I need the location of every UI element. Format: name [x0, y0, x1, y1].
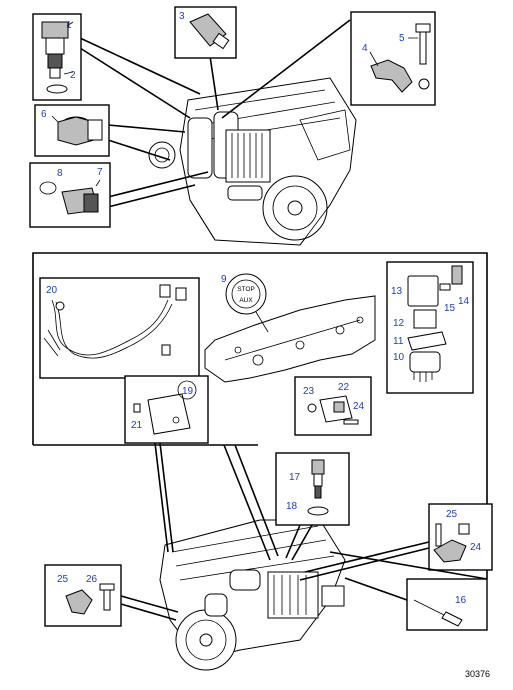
- box-sensor-1-2: [32, 13, 82, 101]
- upper-engine: [148, 77, 357, 246]
- callout-15: 15: [444, 303, 456, 314]
- box-harness-20: [39, 277, 200, 379]
- middle-frame: [32, 252, 488, 579]
- box-sensor-6: [34, 104, 110, 157]
- callout-13: 13: [391, 286, 403, 297]
- box-relay-10-15: [386, 261, 474, 394]
- box-sensor-4-5: [350, 11, 436, 106]
- upper-leader-lines: [79, 19, 351, 208]
- callout-20: 20: [46, 285, 58, 296]
- callout-18: 18: [286, 501, 298, 512]
- callout-6: 6: [41, 109, 47, 120]
- callout-23: 23: [303, 386, 315, 397]
- callout-9: 9: [221, 274, 227, 285]
- callout-12: 12: [393, 318, 405, 329]
- lower-engine: [159, 519, 346, 671]
- callout-labels: 1 2 3 4 5 6 7 8 9 10 11 12 13 14 15 16 1…: [41, 11, 490, 679]
- box-sensor-22-24: [294, 376, 372, 436]
- callout-10: 10: [393, 352, 405, 363]
- stop-aux-button: STOP AUX: [225, 273, 269, 333]
- callout-24a: 24: [353, 401, 365, 412]
- reference-number: 30376: [465, 669, 490, 679]
- lower-leader-lines: [120, 442, 488, 621]
- callout-3: 3: [179, 11, 185, 22]
- callout-25a: 25: [446, 509, 458, 520]
- callout-24b: 24: [470, 542, 482, 553]
- box-sensor-16: [406, 578, 488, 631]
- bracket-plate: [204, 295, 376, 383]
- box-sensor-24-25: [428, 503, 493, 571]
- callout-7: 7: [97, 167, 103, 178]
- callout-8: 8: [57, 168, 63, 179]
- callout-5: 5: [399, 33, 405, 44]
- callout-1: 1: [66, 20, 72, 31]
- box-sensor-3: [174, 6, 237, 59]
- box-module-19-21: [124, 375, 209, 444]
- callout-19: 19: [182, 386, 194, 397]
- callout-17: 17: [289, 472, 301, 483]
- callout-16: 16: [455, 595, 467, 606]
- stop-label: STOP: [237, 286, 255, 293]
- callout-22: 22: [338, 382, 350, 393]
- callout-26: 26: [86, 574, 98, 585]
- box-sensor-17-18: [275, 452, 350, 526]
- callout-4: 4: [362, 43, 368, 54]
- box-sensor-25-26: [44, 564, 122, 627]
- box-sensor-7-8: [29, 162, 111, 228]
- aux-label: AUX: [239, 297, 253, 304]
- callout-25b: 25: [57, 574, 69, 585]
- callout-14: 14: [458, 296, 470, 307]
- callout-2: 2: [70, 70, 76, 81]
- callout-21: 21: [131, 420, 143, 431]
- callout-11: 11: [393, 336, 404, 347]
